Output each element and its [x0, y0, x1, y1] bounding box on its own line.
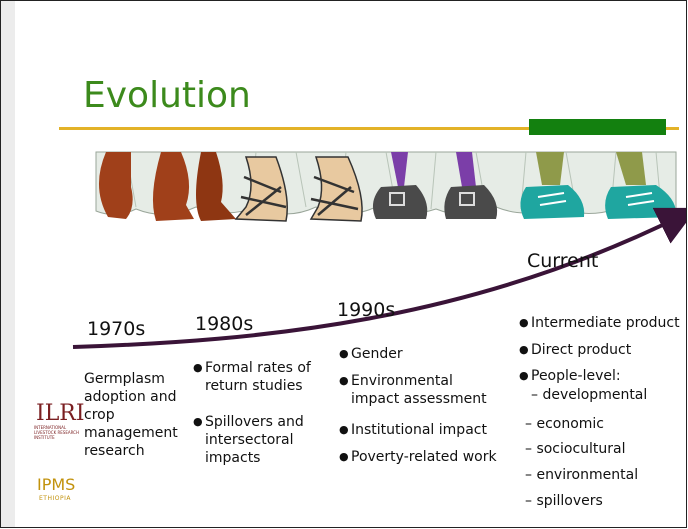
feet-illustration: [95, 151, 677, 222]
decade-1980s: 1980s: [195, 313, 254, 335]
ipms-logo-subtitle: ETHIOPIA: [39, 495, 71, 502]
decade-1970s-text: Germplasm adoption and crop management r…: [84, 371, 178, 459]
current-label: Current: [527, 250, 599, 272]
buckle-shoe-icon: [372, 152, 498, 219]
sub-spillovers: – spillovers: [525, 493, 603, 509]
bullet-institutional: ●Institutional impact: [339, 422, 487, 438]
slide-title: Evolution: [83, 75, 251, 116]
decade-1970s: 1970s: [87, 318, 146, 340]
ilri-logo-subtitle: INTERNATIONAL LIVESTOCK RESEARCH INSTITU…: [34, 425, 79, 440]
bullet-gender: ●Gender: [339, 346, 403, 362]
title-rule: [59, 127, 679, 130]
bullet-people-level: ●People-level:: [519, 368, 621, 384]
arrow-path: [72, 207, 686, 349]
bullet-direct-product: ●Direct product: [519, 342, 632, 358]
ape-feet-icon: [98, 152, 236, 221]
ilri-logo: ILRI: [36, 401, 85, 426]
left-margin-bar: [1, 1, 15, 527]
bullet-poverty: ●Poverty-related work: [339, 449, 497, 465]
sub-developmental: – developmental: [531, 387, 648, 403]
accent-block: [529, 119, 666, 135]
sub-economic: – economic: [525, 416, 604, 432]
bullet-environmental: ●Environmental impact assessment: [339, 373, 487, 407]
decade-1990s: 1990s: [337, 299, 396, 321]
bullet-spillovers: ●Spillovers and intersectoral impacts: [193, 414, 304, 466]
sandal-feet-icon: [234, 156, 363, 222]
ipms-logo: IPMS: [37, 475, 76, 494]
sub-sociocultural: – sociocultural: [525, 441, 626, 457]
sub-environmental: – environmental: [525, 467, 639, 483]
bullet-intermediate-product: ●Intermediate product: [519, 315, 680, 331]
bullet-formal-rates: ●Formal rates of return studies: [193, 360, 311, 394]
